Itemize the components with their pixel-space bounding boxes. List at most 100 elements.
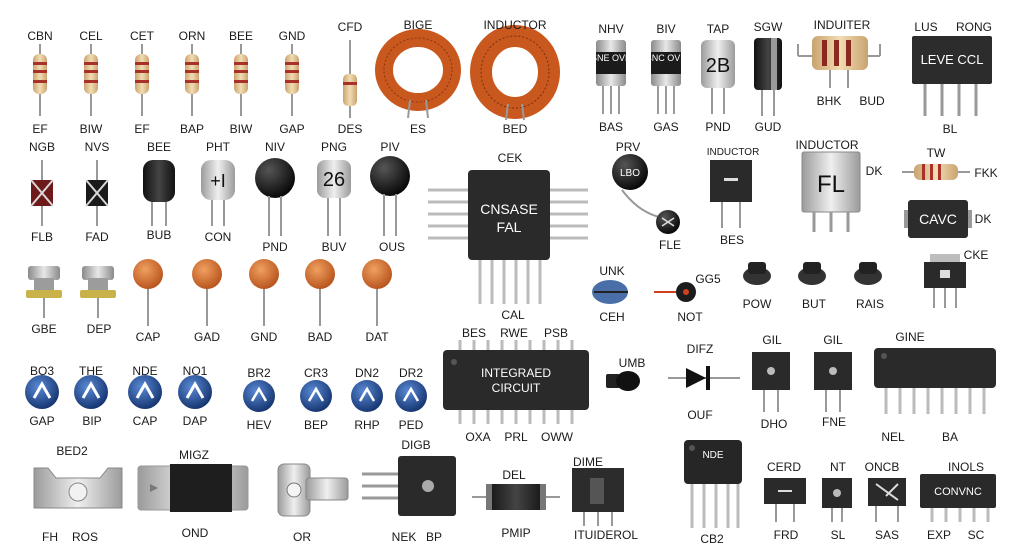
label-inductor-2: INDUCTOR (795, 138, 859, 152)
label-con: CON (204, 230, 232, 244)
ngb-diode (30, 160, 54, 226)
cek-chip (428, 170, 588, 304)
label-ngb: NGB (28, 140, 56, 154)
label-ituiderol: ITUIDEROL (573, 528, 639, 542)
label-gud: GUD (754, 120, 782, 134)
unk-component (592, 280, 628, 304)
label-pow: POW (742, 297, 772, 311)
inductor-small-block (710, 160, 752, 228)
sgw-capacitor (754, 38, 782, 116)
label-sc: SC (967, 528, 985, 542)
ic-marking-2: CIRCUIT (492, 381, 541, 395)
label-dk-1: DK (865, 164, 883, 178)
label-gil-1: GIL (762, 333, 782, 347)
label-frd: FRD (773, 528, 799, 542)
label-ros: ROS (71, 530, 99, 544)
label-buv: BUV (321, 240, 347, 254)
label-prv: PRV (615, 140, 641, 154)
label-exp: EXP (926, 528, 952, 542)
label-bhk: BHK (816, 94, 842, 108)
label-migz: MIGZ (179, 448, 209, 462)
inductor-fl-block (801, 151, 861, 232)
integrated-circuit (443, 340, 589, 424)
resistor-bodies (33, 54, 299, 94)
gine-sip (874, 348, 996, 414)
label-bed2: BED2 (56, 444, 88, 458)
label-rong: RONG (956, 20, 992, 34)
nvs-diode (85, 160, 109, 226)
lus-marking: LEVE CCL (921, 52, 984, 67)
cerd-switch (764, 478, 806, 522)
label-bes-2: BES (461, 326, 487, 340)
label-oxa: OXA (465, 430, 491, 444)
cek-marking-2: FAL (497, 219, 522, 235)
label-oncb: ONCB (864, 460, 900, 474)
gil-switch-2 (814, 352, 852, 412)
label-psb: PSB (543, 326, 569, 340)
label-oww: OWW (541, 430, 573, 444)
cavc-marking: CAVC (919, 211, 957, 227)
cb2-marking: NDE (702, 450, 723, 461)
label-cb2: CB2 (700, 532, 724, 546)
nhv-transistor (596, 40, 626, 114)
label-rhp: RHP (354, 418, 380, 432)
label-rwe: RWE (500, 326, 528, 340)
label-cfd: CFD (337, 20, 363, 34)
ceramic-capacitors (133, 259, 392, 326)
lus-module (912, 36, 992, 116)
label-es: ES (409, 122, 427, 136)
label-gg5: GG5 (695, 272, 721, 286)
label-dime: DIME (573, 455, 603, 469)
inductor-toroid (470, 25, 560, 121)
label-ef-2: EF (134, 122, 150, 136)
label-cr3: CR3 (303, 366, 329, 380)
label-biw-1: BIW (79, 122, 103, 136)
label-ef-1: EF (32, 122, 48, 136)
label-cap-1: CAP (135, 330, 161, 344)
cfd-capacitor (343, 40, 357, 118)
label-bes-1: BES (719, 233, 745, 247)
label-dep: DEP (86, 322, 112, 336)
label-sgw: SGW (753, 20, 783, 34)
label-bl: BL (942, 122, 958, 136)
label-the: THE (79, 364, 103, 378)
label-nhv: NHV (598, 22, 624, 36)
prv-marking: LBO (620, 168, 640, 179)
label-bub: BUB (146, 228, 172, 242)
gbe-fuse (26, 266, 62, 318)
label-ba: BA (941, 430, 959, 444)
inols-module (920, 474, 996, 522)
label-biw-2: BIW (229, 122, 253, 136)
label-prl: PRL (504, 430, 528, 444)
label-bige: BIGE (403, 18, 433, 32)
biv-transistor (651, 40, 681, 114)
label-niv: NIV (264, 140, 286, 154)
label-lus: LUS (914, 20, 938, 34)
nt-switch (822, 478, 852, 522)
umb-plug (606, 371, 640, 391)
digb-block (362, 456, 456, 516)
label-bep: BEP (303, 418, 329, 432)
inductor2-marking: FL (817, 171, 845, 198)
label-dn2: DN2 (354, 366, 380, 380)
oncb-component (868, 478, 906, 522)
tap-capacitor (701, 40, 735, 114)
label-sas: SAS (874, 528, 900, 542)
tw-resistor (902, 164, 970, 180)
label-dr2: DR2 (398, 366, 424, 380)
label-dho: DHO (760, 417, 788, 431)
nhv-marking: SNE OVB (591, 53, 631, 63)
label-bas: BAS (598, 120, 624, 134)
label-br2: BR2 (247, 366, 271, 380)
label-gnd: GND (278, 29, 306, 43)
label-rais: RAIS (855, 297, 885, 311)
label-bad: BAD (307, 330, 333, 344)
label-des: DES (337, 122, 363, 136)
label-gap-2: GAP (29, 414, 55, 428)
del-capacitor (472, 484, 560, 510)
inols-marking: CONVNC (934, 486, 982, 498)
label-bp: BP (425, 530, 443, 544)
label-umb: UMB (618, 356, 646, 370)
label-nel: NEL (881, 430, 905, 444)
